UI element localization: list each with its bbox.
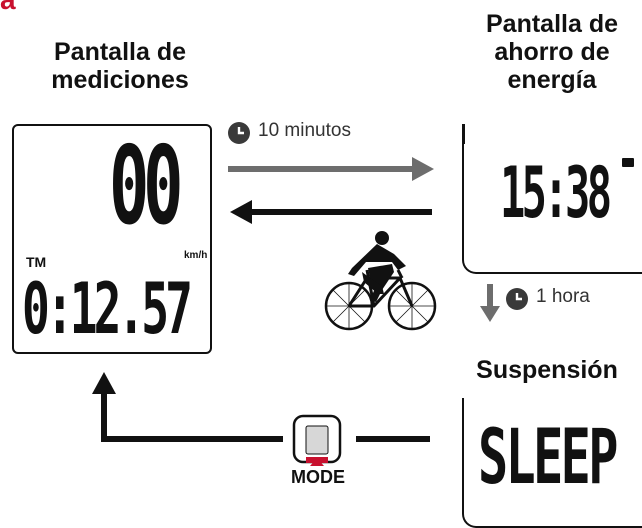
duration-label-1h: 1 hora — [536, 286, 590, 307]
arrow-head-right — [412, 157, 434, 181]
power-saving-screen-title: Pantalla de ahorro de energía — [486, 10, 618, 94]
power-saving-display: 15:38 — [462, 124, 642, 274]
display-edge — [462, 124, 465, 144]
measurement-display: 00 km/h TM 0:12.57 — [12, 124, 212, 354]
cyclist-icon — [324, 231, 437, 331]
mode-button-label: MODE — [291, 467, 345, 487]
arrow-head-up — [92, 372, 116, 394]
speed-unit-label: km/h — [184, 250, 208, 261]
clock-value: 15:38 — [500, 152, 612, 234]
sleep-display: SLEEP — [462, 398, 642, 528]
mode-button-device[interactable] — [292, 414, 342, 466]
measurement-screen-title: Pantalla de mediciones — [51, 38, 189, 94]
clock-icon — [228, 122, 250, 144]
trip-time-label: TM — [26, 254, 47, 270]
duration-label-10min: 10 minutos — [258, 120, 351, 141]
sleep-screen-title: Suspensión — [476, 356, 618, 384]
trip-time-value: 0:12.57 — [22, 268, 193, 350]
speed-value: 00 — [109, 124, 183, 249]
loop-line-left — [101, 392, 283, 442]
envelope-icon — [622, 158, 634, 167]
sleep-display-value: SLEEP — [478, 412, 618, 501]
arrow-head-down — [480, 306, 500, 322]
section-title-fragment: a — [0, 0, 16, 16]
clock-icon — [506, 288, 528, 310]
arrow-head-left — [230, 200, 252, 224]
